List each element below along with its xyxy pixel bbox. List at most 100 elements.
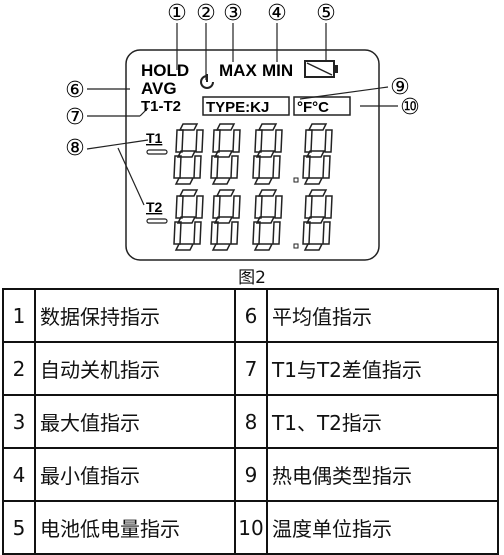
lcd-t1-label: T1	[146, 130, 163, 146]
legend-number: 1	[2, 288, 36, 343]
lcd-max-label: MAX	[219, 61, 257, 80]
lcd-min-label: MIN	[262, 61, 293, 80]
lcd-segment	[232, 195, 241, 219]
lcd-segment	[213, 216, 234, 224]
callout-8: ⑧	[65, 136, 149, 206]
lcd-segment	[305, 216, 326, 224]
callout-8-leader-bottom	[117, 147, 145, 206]
lcd-segment	[211, 243, 232, 251]
lcd-segment	[211, 177, 232, 185]
legend-number: 2	[2, 341, 36, 396]
legend-table: 1 数据保持指示 6 平均值指示 2 自动关机指示 7 T1与T2差值指示 3 …	[2, 288, 499, 555]
legend-text: 平均值指示	[266, 288, 499, 343]
lcd-segment	[274, 195, 283, 219]
unit-box	[293, 96, 351, 116]
lcd-segment	[272, 221, 281, 245]
legend-number: 6	[234, 288, 268, 343]
lcd-segment	[193, 221, 202, 245]
legend-number: 5	[2, 500, 36, 555]
lcd-segment	[195, 195, 204, 219]
lcd-segment	[193, 155, 202, 179]
lcd-t2-label: T2	[146, 199, 163, 215]
lcd-segment	[210, 221, 219, 245]
lcd-segment	[215, 123, 236, 131]
callout-7-label: ⑦	[65, 105, 85, 130]
figure-caption: 图2	[238, 268, 266, 288]
lcd-digit	[173, 189, 204, 251]
callout-5-label: ⑤	[316, 1, 336, 26]
callout-4: ④	[267, 1, 287, 62]
legend-text: 热电偶类型指示	[266, 447, 499, 502]
table-row: 1 数据保持指示 6 平均值指示	[2, 288, 499, 343]
lcd-segment	[176, 216, 197, 224]
lcd-segment	[230, 155, 239, 179]
lcd-segment	[174, 243, 195, 251]
lcd-segment	[305, 150, 326, 158]
lcd-segment	[253, 243, 274, 251]
legend-text: 自动关机指示	[34, 341, 236, 396]
lcd-digit	[252, 123, 283, 185]
table-row: 2 自动关机指示 7 T1与T2差值指示	[2, 341, 499, 396]
lcd-segment	[232, 129, 241, 153]
lcd-segment	[304, 129, 313, 153]
callout-3-label: ③	[223, 1, 243, 26]
lcd-type-label: TYPE:KJ	[206, 99, 269, 116]
lcd-segment	[252, 221, 261, 245]
lcd-segment	[253, 177, 274, 185]
callout-7-leader-2	[139, 107, 149, 117]
lcd-segment	[303, 243, 324, 251]
lcd-segment	[230, 221, 239, 245]
type-box	[202, 96, 290, 116]
lcd-unit-label: °F°C	[297, 99, 329, 116]
callout-1: ①	[167, 1, 187, 70]
legend-text: T1、T2指示	[266, 394, 499, 449]
lcd-t1-t2-label: T1-T2	[141, 98, 181, 115]
callout-1-label: ①	[167, 1, 187, 26]
legend-text: 电池低电量指示	[34, 500, 236, 555]
callout-8-leader-top	[86, 139, 149, 150]
lcd-digit	[302, 123, 333, 185]
callout-10: ⑩	[360, 95, 420, 120]
callout-6: ⑥	[65, 78, 130, 103]
table-row: 5 电池低电量指示 10 温度单位指示	[2, 500, 499, 555]
lcd-avg-label: AVG	[141, 79, 177, 98]
lcd-segment	[257, 189, 278, 197]
callout-5: ⑤	[316, 1, 336, 60]
lcd-panel-outline	[125, 49, 380, 261]
lcd-segment	[213, 150, 234, 158]
lcd-segment	[322, 221, 331, 245]
auto-power-off-icon	[200, 74, 214, 89]
lcd-digit	[173, 123, 204, 185]
legend-number: 9	[234, 447, 268, 502]
callout-2-label: ②	[196, 1, 216, 26]
lcd-segment	[255, 150, 276, 158]
lcd-segment	[212, 195, 221, 219]
callout-3: ③	[223, 1, 243, 62]
lcd-segment	[252, 155, 261, 179]
lcd-segment	[324, 195, 333, 219]
lcd-segment	[257, 123, 278, 131]
lcd-segment	[178, 123, 199, 131]
lcd-segment	[254, 129, 263, 153]
lcd-segment	[307, 189, 328, 197]
lcd-segment	[175, 129, 184, 153]
lcd-decimal-point	[293, 177, 299, 183]
digits-row-2	[173, 189, 333, 251]
lcd-segment	[254, 195, 263, 219]
lcd-segment	[195, 129, 204, 153]
lcd-decimal-point	[293, 243, 299, 249]
table-row: 3 最大值指示 8 T1、T2指示	[2, 394, 499, 449]
lcd-segment	[307, 123, 328, 131]
lcd-segment	[173, 221, 182, 245]
lcd-segment	[174, 177, 195, 185]
t1-indicator-bar	[146, 149, 168, 155]
lcd-segment	[255, 216, 276, 224]
legend-number: 3	[2, 394, 36, 449]
callout-7: ⑦	[65, 105, 149, 130]
legend-text: 温度单位指示	[266, 500, 499, 555]
lcd-diagram: ① ② ③ ④ ⑤ ⑥ ⑦ ⑧ ⑨ ⑩ HOLD MAX MIN AV	[65, 1, 420, 261]
callout-2: ②	[196, 1, 216, 80]
legend-number: 4	[2, 447, 36, 502]
legend-text: 数据保持指示	[34, 288, 236, 343]
lcd-segment	[304, 195, 313, 219]
